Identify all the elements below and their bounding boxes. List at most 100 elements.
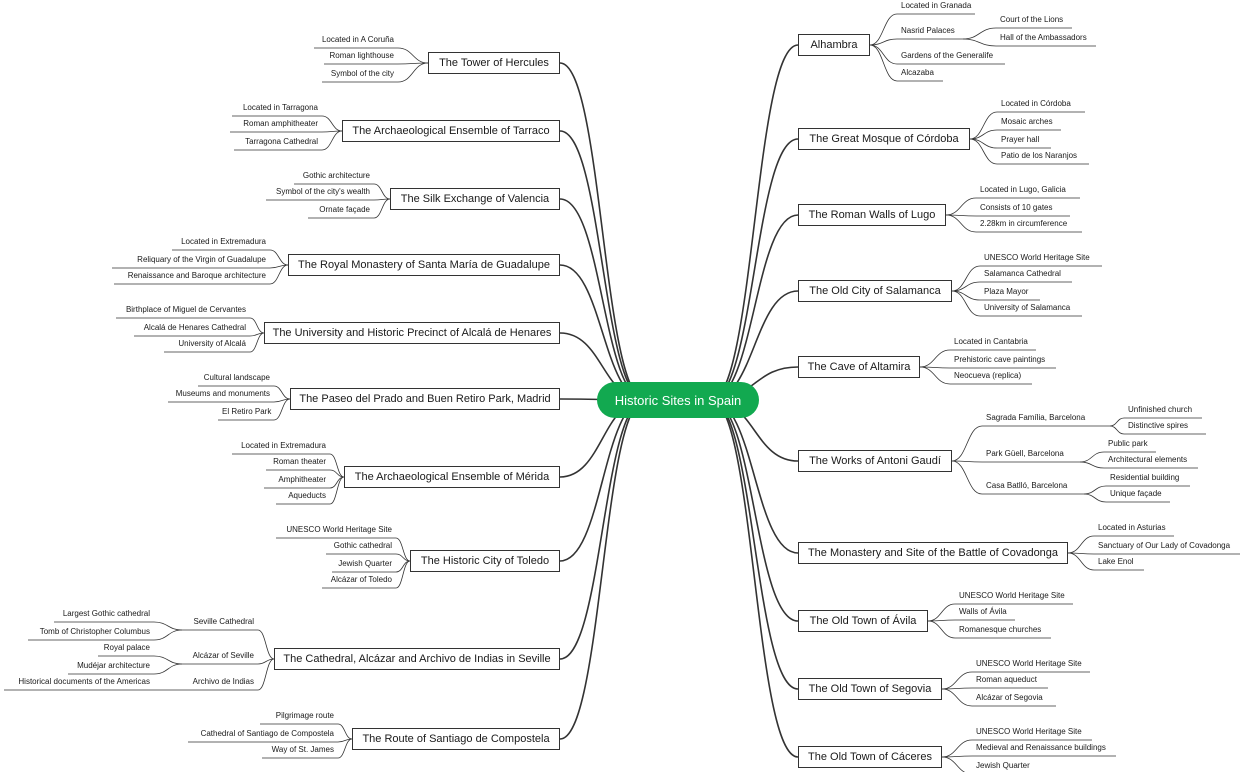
leaf-romanesque-churches[interactable]: Romanesque churches	[959, 625, 1042, 634]
subleaf-court-of-the-lions[interactable]: Court of the Lions	[1000, 15, 1064, 24]
leaf-renaissance-and-baroque-architecture[interactable]: Renaissance and Baroque architecture	[127, 271, 266, 280]
leaf-alcazar-of-seville[interactable]: Alcázar of Seville	[192, 651, 254, 660]
subleaf-unfinished-church[interactable]: Unfinished church	[1128, 405, 1193, 414]
root-topic[interactable]: Historic Sites in Spain	[597, 382, 759, 418]
leaf-gothic-architecture[interactable]: Gothic architecture	[302, 171, 370, 180]
branch-the-cave-of-altamira[interactable]: The Cave of Altamira	[798, 356, 920, 378]
branch-the-old-city-of-salamanca[interactable]: The Old City of Salamanca	[798, 280, 952, 302]
leaf-unesco-world-heritage-site[interactable]: UNESCO World Heritage Site	[976, 727, 1082, 736]
leaf-university-of-alcala[interactable]: University of Alcalá	[178, 339, 246, 348]
leaf-casa-batllo-barcelona[interactable]: Casa Batlló, Barcelona	[986, 481, 1068, 490]
leaf-2-28km-in-circumference[interactable]: 2.28km in circumference	[980, 219, 1068, 228]
branch-the-tower-of-hercules[interactable]: The Tower of Hercules	[428, 52, 560, 74]
leaf-salamanca-cathedral[interactable]: Salamanca Cathedral	[984, 269, 1061, 278]
leaf-aqueducts[interactable]: Aqueducts	[288, 491, 326, 500]
branch-the-works-of-antoni-gaudi[interactable]: The Works of Antoni Gaudí	[798, 450, 952, 472]
leaf-prayer-hall[interactable]: Prayer hall	[1001, 135, 1040, 144]
leaf-located-in-tarragona[interactable]: Located in Tarragona	[242, 103, 318, 112]
branch-the-old-town-of-segovia[interactable]: The Old Town of Segovia	[798, 678, 942, 700]
subleaf-mudejar-architecture[interactable]: Mudéjar architecture	[77, 661, 150, 670]
branch-the-great-mosque-of-cordoba[interactable]: The Great Mosque of Córdoba	[798, 128, 970, 150]
leaf-nasrid-palaces[interactable]: Nasrid Palaces	[901, 26, 955, 35]
leaf-alcazar-of-toledo[interactable]: Alcázar of Toledo	[330, 575, 392, 584]
subleaf-hall-of-the-ambassadors[interactable]: Hall of the Ambassadors	[1000, 33, 1087, 42]
leaf-jewish-quarter[interactable]: Jewish Quarter	[976, 761, 1030, 770]
leaf-roman-amphitheater[interactable]: Roman amphitheater	[243, 119, 318, 128]
branch-the-university-and-historic-precinct-of-[interactable]: The University and Historic Precinct of …	[264, 322, 560, 344]
leaf-cultural-landscape[interactable]: Cultural landscape	[203, 373, 270, 382]
subleaf-public-park[interactable]: Public park	[1108, 439, 1148, 448]
leaf-alcazar-of-segovia[interactable]: Alcázar of Segovia	[976, 693, 1043, 702]
leaf-alcala-de-henares-cathedral[interactable]: Alcalá de Henares Cathedral	[143, 323, 246, 332]
subleaf-unique-facade[interactable]: Unique façade	[1110, 489, 1162, 498]
leaf-unesco-world-heritage-site[interactable]: UNESCO World Heritage Site	[976, 659, 1082, 668]
leaf-gardens-of-the-generalife[interactable]: Gardens of the Generalife	[901, 51, 994, 60]
leaf-birthplace-of-miguel-de-cervantes[interactable]: Birthplace of Miguel de Cervantes	[125, 305, 246, 314]
branch-alhambra[interactable]: Alhambra	[798, 34, 870, 56]
branch-the-cathedral-alcazar-and-archivo-de-ind[interactable]: The Cathedral, Alcázar and Archivo de In…	[274, 648, 560, 670]
leaf-symbol-of-the-city[interactable]: Symbol of the city	[330, 69, 394, 78]
leaf-located-in-a-coruna[interactable]: Located in A Coruña	[321, 35, 394, 44]
subleaf-residential-building[interactable]: Residential building	[1110, 473, 1180, 482]
branch-the-royal-monastery-of-santa-maria-de-gu[interactable]: The Royal Monastery of Santa María de Gu…	[288, 254, 560, 276]
leaf-patio-de-los-naranjos[interactable]: Patio de los Naranjos	[1001, 151, 1078, 160]
leaf-located-in-extremadura[interactable]: Located in Extremadura	[241, 441, 326, 450]
branch-the-old-town-of-caceres[interactable]: The Old Town of Cáceres	[798, 746, 942, 768]
leaf-located-in-lugo-galicia[interactable]: Located in Lugo, Galicia	[980, 185, 1066, 194]
leaf-sagrada-familia-barcelona[interactable]: Sagrada Família, Barcelona	[986, 413, 1086, 422]
branch-the-roman-walls-of-lugo[interactable]: The Roman Walls of Lugo	[798, 204, 946, 226]
leaf-mosaic-arches[interactable]: Mosaic arches	[1001, 117, 1053, 126]
leaf-located-in-cantabria[interactable]: Located in Cantabria	[954, 337, 1028, 346]
branch-the-archaeological-ensemble-of-tarraco[interactable]: The Archaeological Ensemble of Tarraco	[342, 120, 560, 142]
leaf-located-in-cordoba[interactable]: Located in Córdoba	[1001, 99, 1071, 108]
leaf-archivo-de-indias[interactable]: Archivo de Indias	[192, 677, 254, 686]
leaf-el-retiro-park[interactable]: El Retiro Park	[222, 407, 272, 416]
leaf-located-in-granada[interactable]: Located in Granada	[901, 1, 972, 10]
subleaf-architectural-elements[interactable]: Architectural elements	[1108, 455, 1188, 464]
branch-the-paseo-del-prado-and-buen-retiro-park[interactable]: The Paseo del Prado and Buen Retiro Park…	[290, 388, 560, 410]
leaf-roman-aqueduct[interactable]: Roman aqueduct	[976, 675, 1037, 684]
leaf-symbol-of-the-city-s-wealth[interactable]: Symbol of the city's wealth	[275, 187, 370, 196]
leaf-ornate-facade[interactable]: Ornate façade	[319, 205, 370, 214]
subleaf-royal-palace[interactable]: Royal palace	[103, 643, 150, 652]
leaf-pilgrimage-route[interactable]: Pilgrimage route	[275, 711, 334, 720]
leaf-park-guell-barcelona[interactable]: Park Güell, Barcelona	[986, 449, 1064, 458]
leaf-way-of-st-james[interactable]: Way of St. James	[271, 745, 334, 754]
subleaf-historical-documents-of-the-americas[interactable]: Historical documents of the Americas	[18, 677, 150, 686]
leaf-unesco-world-heritage-site[interactable]: UNESCO World Heritage Site	[286, 525, 392, 534]
leaf-university-of-salamanca[interactable]: University of Salamanca	[984, 303, 1071, 312]
leaf-gothic-cathedral[interactable]: Gothic cathedral	[333, 541, 392, 550]
leaf-plaza-mayor[interactable]: Plaza Mayor	[984, 287, 1029, 296]
leaf-seville-cathedral[interactable]: Seville Cathedral	[193, 617, 254, 626]
branch-the-route-of-santiago-de-compostela[interactable]: The Route of Santiago de Compostela	[352, 728, 560, 750]
leaf-unesco-world-heritage-site[interactable]: UNESCO World Heritage Site	[959, 591, 1065, 600]
leaf-reliquary-of-the-virgin-of-guadalupe[interactable]: Reliquary of the Virgin of Guadalupe	[137, 255, 266, 264]
leaf-tarragona-cathedral[interactable]: Tarragona Cathedral	[245, 137, 318, 146]
leaf-walls-of-avila[interactable]: Walls of Ávila	[959, 607, 1007, 616]
leaf-jewish-quarter[interactable]: Jewish Quarter	[338, 559, 392, 568]
leaf-museums-and-monuments[interactable]: Museums and monuments	[175, 389, 270, 398]
leaf-medieval-and-renaissance-buildings[interactable]: Medieval and Renaissance buildings	[976, 743, 1106, 752]
leaf-unesco-world-heritage-site[interactable]: UNESCO World Heritage Site	[984, 253, 1090, 262]
branch-the-archaeological-ensemble-of-merida[interactable]: The Archaeological Ensemble of Mérida	[344, 466, 560, 488]
leaf-roman-lighthouse[interactable]: Roman lighthouse	[329, 51, 394, 60]
subleaf-distinctive-spires[interactable]: Distinctive spires	[1128, 421, 1189, 430]
leaf-neocueva-replica[interactable]: Neocueva (replica)	[954, 371, 1022, 380]
leaf-lake-enol[interactable]: Lake Enol	[1098, 557, 1134, 566]
branch-the-silk-exchange-of-valencia[interactable]: The Silk Exchange of Valencia	[390, 188, 560, 210]
leaf-sanctuary-of-our-lady-of-covadonga[interactable]: Sanctuary of Our Lady of Covadonga	[1098, 541, 1231, 550]
branch-the-monastery-and-site-of-the-battle-of-[interactable]: The Monastery and Site of the Battle of …	[798, 542, 1068, 564]
leaf-alcazaba[interactable]: Alcazaba	[901, 68, 934, 77]
leaf-located-in-extremadura[interactable]: Located in Extremadura	[181, 237, 266, 246]
leaf-located-in-asturias[interactable]: Located in Asturias	[1098, 523, 1166, 532]
branch-the-old-town-of-avila[interactable]: The Old Town of Ávila	[798, 610, 928, 632]
leaf-cathedral-of-santiago-de-compostela[interactable]: Cathedral of Santiago de Compostela	[200, 729, 334, 738]
subleaf-tomb-of-christopher-columbus[interactable]: Tomb of Christopher Columbus	[39, 627, 150, 636]
leaf-roman-theater[interactable]: Roman theater	[273, 457, 326, 466]
leaf-amphitheater[interactable]: Amphitheater	[278, 475, 326, 484]
subleaf-largest-gothic-cathedral[interactable]: Largest Gothic cathedral	[62, 609, 150, 618]
branch-the-historic-city-of-toledo[interactable]: The Historic City of Toledo	[410, 550, 560, 572]
leaf-consists-of-10-gates[interactable]: Consists of 10 gates	[980, 203, 1053, 212]
leaf-prehistoric-cave-paintings[interactable]: Prehistoric cave paintings	[954, 355, 1046, 364]
